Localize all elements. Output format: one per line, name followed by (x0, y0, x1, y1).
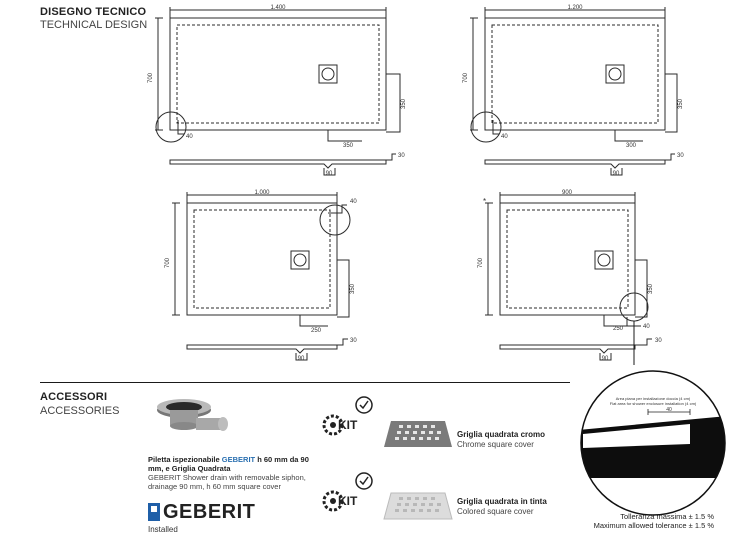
drawing-1400: 1.400 700 350 350 40 90 30 (148, 5, 407, 177)
shower-drain-image (157, 399, 228, 431)
colored-grate-text: Griglia quadrata in tinta Colored square… (457, 497, 547, 517)
kit-icon-2: KIT (322, 472, 373, 512)
accessories-title: ACCESSORI (40, 391, 108, 403)
tolerance-en: Maximum allowed tolerance ± 1.5 % (593, 521, 714, 530)
drain-description-block: Piletta ispezionabile GEBERIT h 60 mm da… (148, 455, 318, 491)
height-label: 700 (165, 257, 171, 268)
detail-dim-label: 40 (666, 407, 672, 413)
profile-height-label: 30 (350, 338, 357, 344)
height-label: 700 (148, 72, 154, 83)
profile-drain-label: 90 (298, 356, 305, 362)
colored-grate-name: Griglia quadrata in tinta (457, 497, 547, 506)
drain-offset-label: 350 (343, 143, 354, 149)
profile-drain-label: 90 (613, 171, 620, 177)
kit-icon-1: KIT (322, 396, 373, 436)
chrome-grate-desc: Chrome square cover (457, 440, 534, 449)
drain-brand-link[interactable]: GEBERIT (221, 455, 256, 464)
tolerance-it: Tolleranza massima ± 1.5 % (620, 512, 714, 521)
section-divider (40, 382, 570, 383)
drain-offset-label: 250 (613, 326, 624, 332)
profile-height-label: 30 (677, 153, 684, 159)
height-label: 700 (478, 257, 484, 268)
profile-drain-label: 90 (602, 356, 609, 362)
width-label: 1.200 (567, 5, 583, 11)
corner-label: 40 (501, 134, 508, 140)
kit-label: KIT (338, 494, 358, 508)
drain-height-label: 350 (350, 283, 356, 294)
drawing-900: * 900 700 350 250 40 90 30 (478, 190, 662, 365)
drawing-1000: 1.000 700 350 250 40 90 30 (165, 190, 357, 362)
height-label: 700 (463, 72, 469, 83)
colored-grate-image (383, 492, 453, 520)
profile-height-label: 30 (655, 338, 662, 344)
chrome-grate-image (384, 421, 452, 447)
detail-zoom-circle: Area piana per installazione doccia (4 c… (580, 370, 726, 516)
detail-note-it: Area piana per installazione doccia (4 c… (616, 396, 691, 401)
drain-height-label: 350 (678, 98, 684, 109)
corner-label: 40 (350, 199, 357, 205)
drain-title-pre: Piletta ispezionabile (148, 455, 222, 464)
drain-title-post: h 60 mm da 90 (255, 455, 309, 464)
corner-label: 40 (186, 134, 193, 140)
drain-offset-label: 250 (311, 328, 322, 334)
corner-label: 40 (643, 324, 650, 330)
note-star: * (483, 197, 486, 206)
width-label: 1.000 (254, 190, 270, 196)
drawing-1200: 1.200 700 350 300 40 90 30 (463, 5, 684, 177)
tolerance-block: Tolleranza massima ± 1.5 % Maximum allow… (560, 512, 714, 530)
detail-note-en: Flat area for shower enclosure installat… (610, 401, 697, 406)
drain-height-label: 350 (401, 98, 407, 109)
geberit-logo-text: GEBERIT (163, 501, 256, 523)
drain-title-line2: mm, e Griglia Quadrata (148, 464, 231, 473)
drain-description: GEBERIT Shower drain with removable siph… (148, 473, 306, 491)
profile-drain-label: 90 (326, 171, 333, 177)
drain-height-label: 350 (648, 283, 654, 294)
chrome-grate-name: Griglia quadrata cromo (457, 430, 546, 439)
installed-label: Installed (148, 525, 178, 534)
kit-label: KIT (338, 418, 358, 432)
page-title: DISEGNO TECNICO (40, 6, 147, 18)
chrome-grate-text: Griglia quadrata cromo Chrome square cov… (457, 430, 545, 450)
profile-height-label: 30 (398, 153, 405, 159)
geberit-logo: GEBERIT (148, 501, 258, 523)
width-label: 1.400 (270, 5, 286, 11)
accessories-subtitle: ACCESSORIES (40, 405, 120, 417)
drain-offset-label: 300 (626, 143, 637, 149)
width-label: 900 (562, 190, 573, 196)
page-subtitle: TECHNICAL DESIGN (40, 19, 148, 31)
colored-grate-desc: Colored square cover (457, 507, 534, 516)
